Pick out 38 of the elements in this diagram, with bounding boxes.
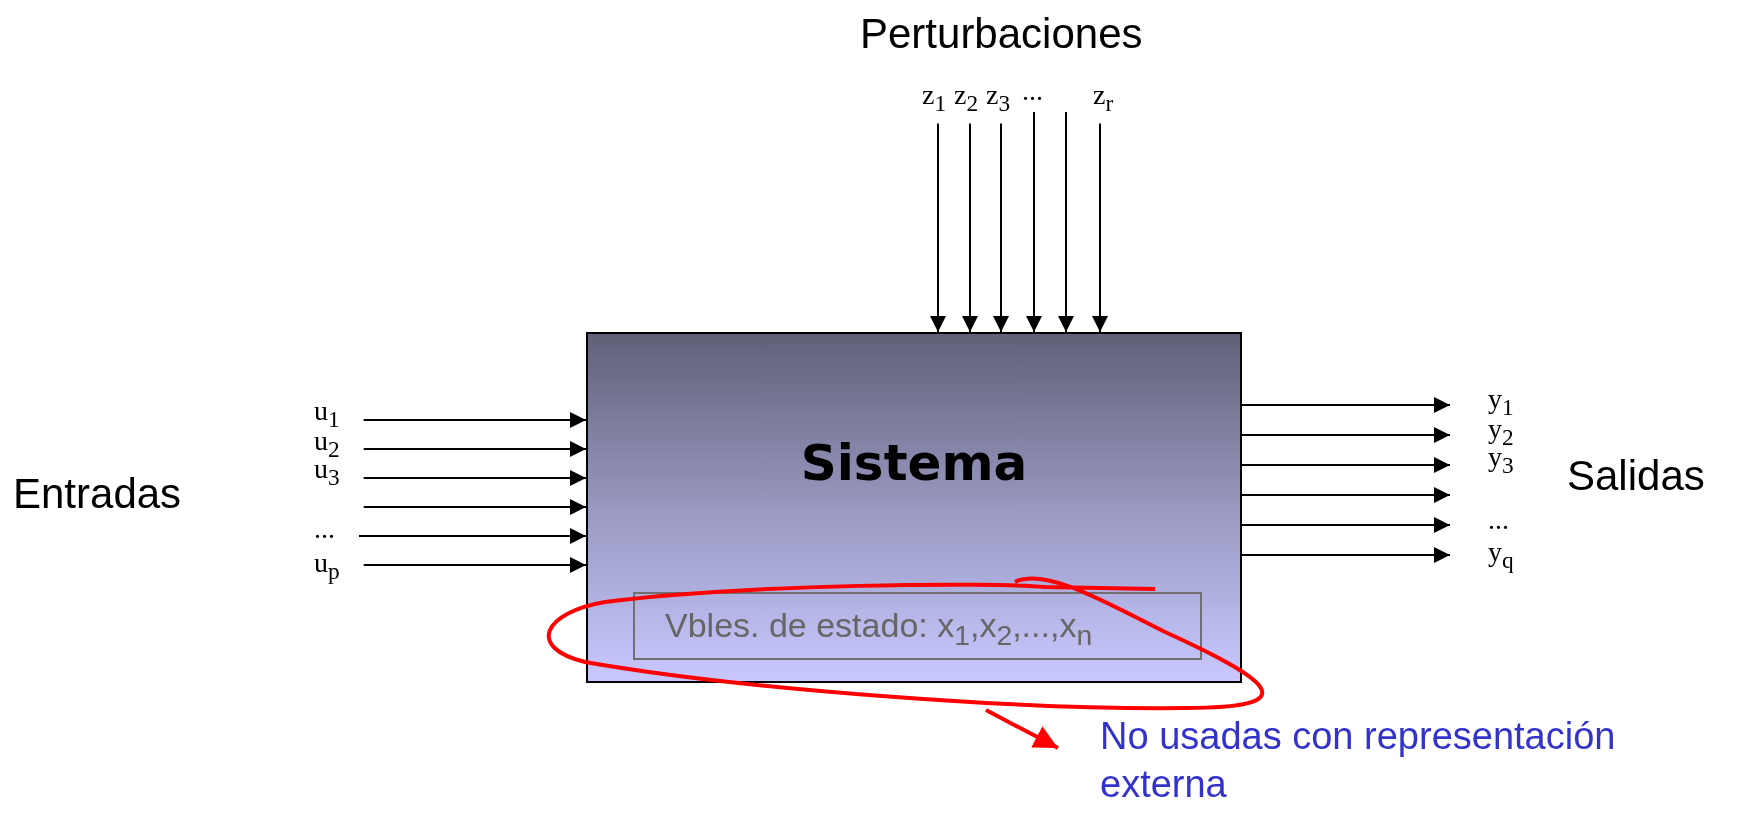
signal-label: z$_{3}$ <box>986 80 1011 118</box>
arrow <box>1241 517 1451 533</box>
heading-label: Entradas <box>13 470 182 518</box>
heading-label: Salidas <box>1567 452 1705 500</box>
arrow <box>1026 111 1042 333</box>
arrow <box>993 122 1009 333</box>
arrow <box>1241 397 1451 413</box>
note-text: No usadas con representación externa <box>1100 714 1617 807</box>
arrow <box>1058 111 1074 333</box>
system-box <box>586 332 1242 683</box>
signal-label: u$_{p}$ <box>314 548 340 586</box>
state-variables-text: Vbles. de estado: x$_{1}$,x$_{2}$,...,x$_{n}$ <box>665 606 1093 652</box>
signal-label: ... <box>1022 76 1043 106</box>
signal-label: ... <box>1488 505 1509 535</box>
arrow <box>1241 487 1451 503</box>
heading-label: Perturbaciones <box>860 10 1143 58</box>
arrow <box>1241 457 1451 473</box>
signal-label: y$_{q}$ <box>1488 537 1514 575</box>
arrow <box>362 557 587 573</box>
arrow <box>985 708 1059 750</box>
arrow <box>1241 547 1451 563</box>
arrow <box>362 412 587 428</box>
arrow <box>962 122 978 333</box>
arrow <box>358 528 587 544</box>
signal-label: ... <box>314 514 335 544</box>
arrow <box>362 470 587 486</box>
system-title: Sistema <box>800 434 1028 492</box>
signal-label: z$_{1}$ <box>922 80 947 118</box>
signal-label: y$_{1}$ <box>1488 384 1514 422</box>
state-variables-box <box>633 592 1202 660</box>
arrow <box>930 122 946 333</box>
arrow <box>362 441 587 457</box>
arrow <box>1092 122 1108 333</box>
signal-label: z$_{2}$ <box>954 80 979 118</box>
signal-label: z$_{r}$ <box>1093 80 1114 118</box>
arrow <box>362 499 587 515</box>
signal-label: u$_{1}$ <box>314 396 340 434</box>
arrow <box>1241 427 1451 443</box>
